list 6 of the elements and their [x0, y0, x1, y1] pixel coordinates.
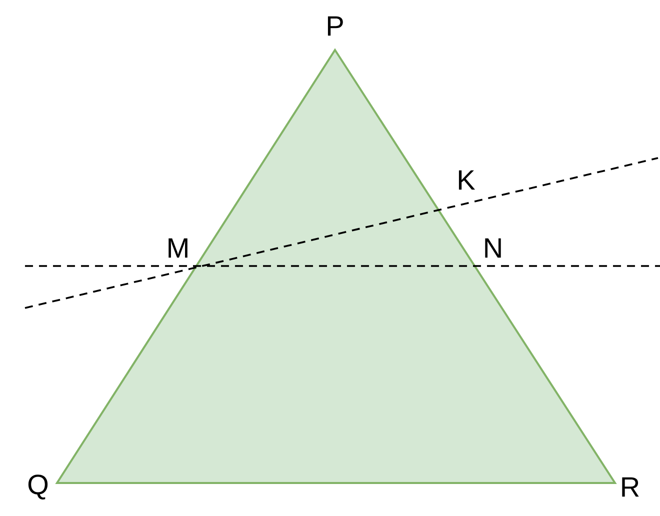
point-label: K [458, 170, 476, 190]
point-label: P [328, 16, 343, 36]
point-label: M [168, 238, 188, 258]
point-label: N [485, 238, 501, 258]
point-label: R [622, 477, 639, 497]
point-label: Q [28, 474, 48, 500]
